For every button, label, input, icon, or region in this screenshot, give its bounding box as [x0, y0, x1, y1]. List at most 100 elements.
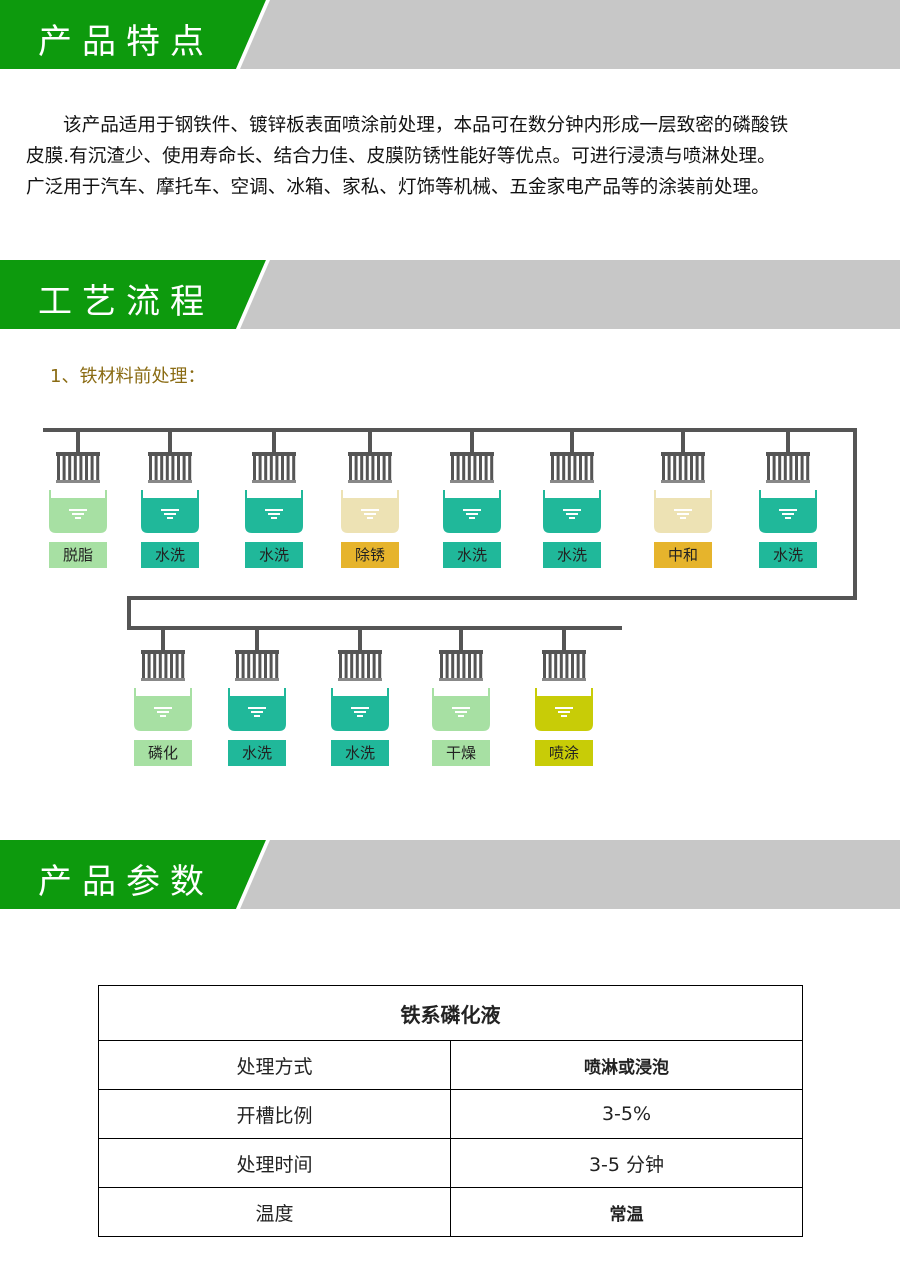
rack-part — [562, 456, 566, 480]
rack-part — [252, 654, 256, 678]
params-table: 铁系磷化液 处理方式 喷淋或浸泡 开槽比例 3-5% 处理时间 3-5 分钟 温… — [98, 985, 803, 1237]
rack-part — [576, 654, 580, 678]
rack-part — [371, 456, 375, 480]
rack-part — [85, 456, 88, 480]
rack-part — [673, 456, 677, 480]
rack-part — [236, 654, 239, 678]
rack-bar — [148, 452, 192, 456]
rack-bar — [141, 650, 185, 654]
rack-part — [479, 654, 483, 678]
rack-part — [158, 654, 162, 678]
rack-part — [684, 456, 688, 480]
rack-base — [56, 480, 100, 483]
rack-part — [355, 654, 359, 678]
conveyor-rail — [43, 428, 857, 630]
step-heading: 1、铁材料前处理： — [50, 366, 206, 387]
rack-part — [344, 654, 348, 678]
rack-part — [451, 654, 455, 678]
rack-bar — [348, 452, 392, 456]
rack-part — [281, 456, 284, 480]
rack-part — [57, 456, 60, 480]
rack-part — [171, 456, 175, 480]
rack-part — [269, 456, 273, 480]
rack-part — [451, 456, 454, 480]
rack-part — [695, 456, 699, 480]
rack-bar — [439, 650, 483, 654]
rack-base — [148, 480, 192, 483]
rack-part — [567, 456, 571, 480]
rack-part — [170, 654, 173, 678]
rack-part — [378, 654, 382, 678]
rack-part — [800, 456, 804, 480]
rack-part — [361, 654, 365, 678]
param-value: 3-5 分钟 — [450, 1138, 803, 1188]
rack-base — [252, 480, 296, 483]
rack-part — [360, 456, 364, 480]
intro-paragraph: 该产品适用于钢铁件、镀锌板表面喷涂前处理，本品可在数分钟内形成一层致密的磷酸铁 … — [26, 110, 882, 203]
rack-part — [354, 456, 358, 480]
rack-part — [160, 456, 164, 480]
table-row: 处理时间 3-5 分钟 — [98, 1138, 803, 1188]
rack-part — [339, 654, 342, 678]
rack-part — [662, 456, 665, 480]
rack-part — [377, 456, 380, 480]
rack-bar — [56, 452, 100, 456]
features-banner: 产品特点 — [0, 0, 900, 69]
rack-base — [348, 480, 392, 483]
rack-part — [490, 456, 494, 480]
rack-part — [590, 456, 594, 480]
rack-part — [142, 654, 145, 678]
rack-part — [365, 456, 369, 480]
rack-part — [795, 456, 798, 480]
rack-bar — [252, 452, 296, 456]
rack-part — [701, 456, 705, 480]
rack-part — [772, 456, 776, 480]
rack-part — [554, 654, 558, 678]
rack-part — [543, 654, 546, 678]
rack-part — [462, 456, 466, 480]
process-step-label: 水洗 — [331, 740, 389, 766]
process-step-label: 水洗 — [245, 542, 303, 568]
rack-part — [584, 456, 588, 480]
param-name: 处理方式 — [98, 1040, 451, 1090]
param-name: 温度 — [98, 1187, 451, 1237]
rack-part — [551, 456, 554, 480]
rack-part — [467, 456, 471, 480]
process-step-label: 水洗 — [543, 542, 601, 568]
rack-part — [253, 456, 256, 480]
rack-part — [154, 456, 158, 480]
rack-part — [367, 654, 370, 678]
rack-part — [62, 456, 66, 480]
rack-base — [550, 480, 594, 483]
rack-base — [661, 480, 705, 483]
rack-part — [264, 456, 268, 480]
intro-line-1: 该产品适用于钢铁件、镀锌板表面喷涂前处理，本品可在数分钟内形成一层致密的磷酸铁 — [63, 115, 789, 136]
param-value: 喷淋或浸泡 — [450, 1040, 803, 1090]
rack-part — [269, 654, 273, 678]
intro-line-2: 皮膜.有沉渣少、使用寿命长、结合力佳、皮膜防锈性能好等优点。可进行浸渍与喷淋处理… — [26, 146, 776, 167]
rack-part — [247, 654, 251, 678]
process-step-label: 磷化 — [134, 740, 192, 766]
intro-line-3: 广泛用于汽车、摩托车、空调、冰箱、家私、灯饰等机械、五金家电产品等的涂装前处理。 — [26, 177, 770, 198]
rack-part — [565, 654, 569, 678]
rack-part — [556, 456, 560, 480]
rack-part — [90, 456, 94, 480]
rack-part — [241, 654, 245, 678]
rack-part — [678, 456, 682, 480]
params-banner: 产品参数 — [0, 840, 900, 909]
rack-part — [573, 456, 577, 480]
rack-part — [350, 654, 354, 678]
rack-base — [235, 678, 279, 681]
params-header: 铁系磷化液 — [98, 985, 803, 1041]
process-banner: 工艺流程 — [0, 260, 900, 329]
rack-part — [264, 654, 267, 678]
rack-part — [68, 456, 72, 480]
rack-bar — [661, 452, 705, 456]
table-row: 处理方式 喷淋或浸泡 — [98, 1040, 803, 1090]
rack-bar — [766, 452, 810, 456]
rack-part — [96, 456, 100, 480]
rack-part — [372, 654, 376, 678]
banner-green-shape — [0, 840, 270, 909]
rack-part — [484, 456, 488, 480]
process-step-label: 干燥 — [432, 740, 490, 766]
